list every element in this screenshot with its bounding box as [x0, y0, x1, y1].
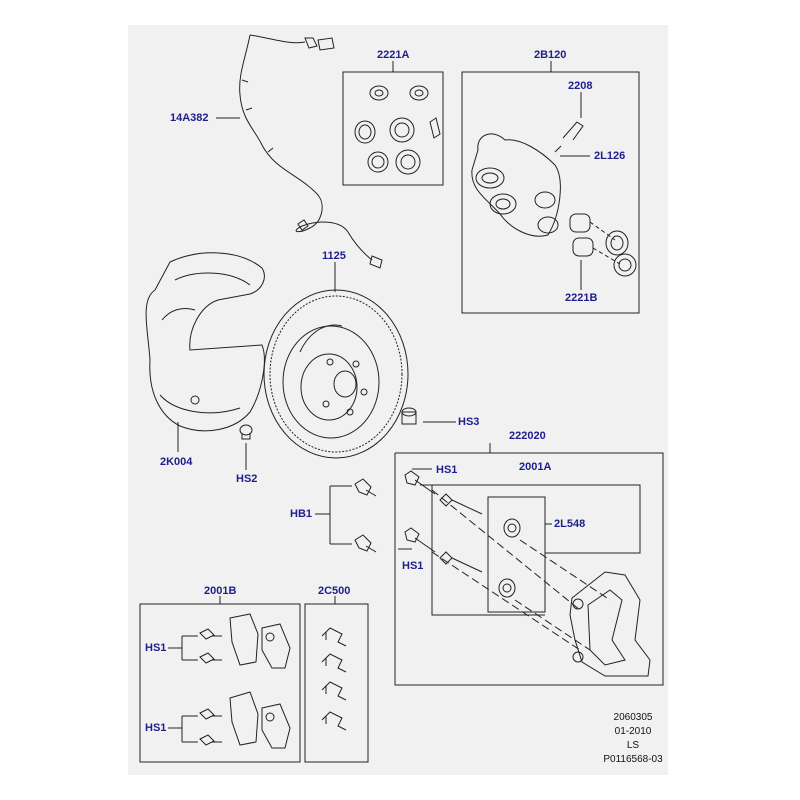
callout-2001b[interactable]: 2001B	[204, 585, 237, 597]
callout-14a382[interactable]: 14A382	[170, 112, 209, 124]
leader-lines-top	[177, 61, 590, 470]
callout-2l126[interactable]: 2L126	[594, 150, 626, 162]
brake-pads-box	[139, 603, 301, 763]
reference-code: 2060305	[613, 712, 653, 723]
callout-2b120[interactable]: 2B120	[534, 49, 567, 61]
callout-hs1-top[interactable]: HS1	[436, 464, 458, 476]
seal-kit-parts	[354, 85, 441, 175]
callout-222020[interactable]: 222020	[509, 430, 546, 442]
callout-2208[interactable]: 2208	[568, 80, 593, 92]
carrier-box	[394, 452, 664, 686]
callout-2c500[interactable]: 2C500	[318, 585, 351, 597]
callout-hs3[interactable]: HS3	[458, 416, 480, 428]
callout-1125[interactable]: 1125	[322, 250, 346, 262]
callout-hs2[interactable]: HS2	[236, 473, 258, 485]
callout-hb1[interactable]: HB1	[290, 508, 313, 520]
callout-2001a[interactable]: 2001A	[519, 461, 552, 473]
callout-hs1-pads-lower[interactable]: HS1	[145, 722, 167, 734]
brake-pads-drawing	[168, 613, 291, 749]
reference-illustration-id: P0116568-03	[603, 754, 663, 765]
guide-pin-box	[487, 496, 546, 613]
abs-sensor-harness-drawing	[239, 34, 383, 269]
reference-date: 01-2010	[614, 726, 652, 737]
callout-hs1-mid[interactable]: HS1	[402, 560, 424, 572]
reference-model: LS	[626, 740, 640, 751]
caliper-box	[461, 71, 640, 314]
callout-hs1-pads-upper[interactable]: HS1	[145, 642, 167, 654]
brake-disc-drawing	[263, 289, 409, 459]
pad-clips-box	[304, 603, 369, 763]
caliper-drawing	[471, 121, 637, 277]
callout-2k004[interactable]: 2K004	[160, 456, 193, 468]
dust-shield-drawing	[145, 252, 265, 432]
hs2-bolt-drawing	[239, 424, 253, 440]
callout-2221b[interactable]: 2221B	[565, 292, 598, 304]
guide-pins-drawing	[354, 470, 521, 598]
callout-2l548[interactable]: 2L548	[554, 518, 586, 530]
pad-clips-drawing	[321, 627, 347, 731]
hs3-bolt-drawing	[401, 407, 417, 425]
callout-2221a[interactable]: 2221A	[377, 49, 410, 61]
assembly-dash-lines	[431, 489, 611, 651]
seal-kit-box	[342, 71, 444, 186]
caliper-carrier-drawing	[569, 571, 651, 677]
